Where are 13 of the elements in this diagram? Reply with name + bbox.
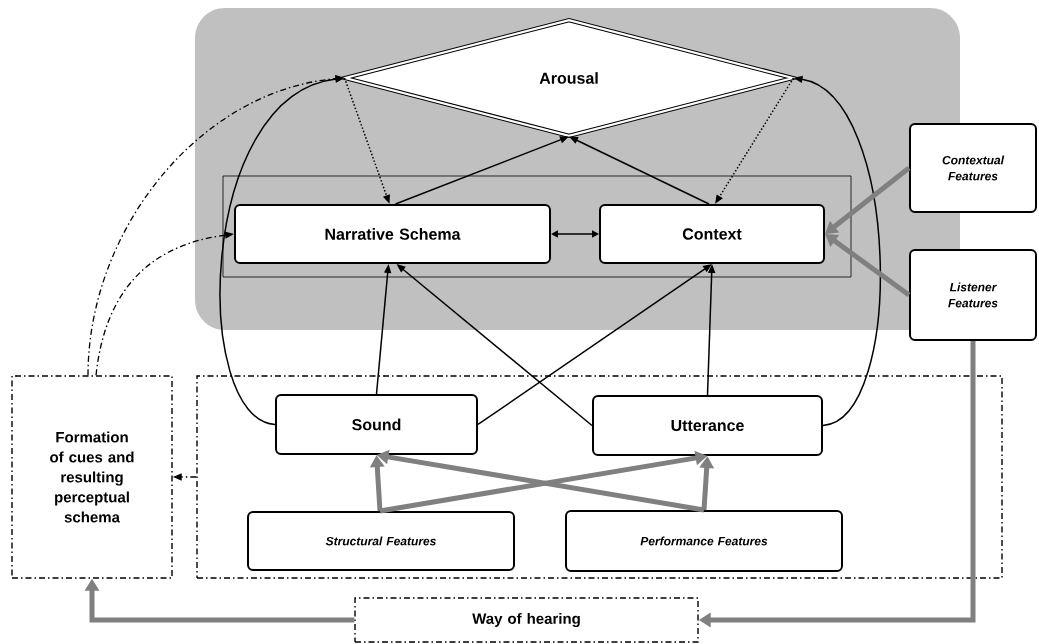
rounded-box: Contextual Features (909, 123, 1037, 213)
rounded-box: Narrative Schema (234, 204, 551, 264)
rounded-box: Performance Features (565, 510, 843, 572)
frame-rectangle (222, 175, 852, 278)
arrow (551, 230, 599, 238)
arrow (477, 264, 712, 426)
rounded-box: Listener Features (909, 249, 1037, 341)
rounded-box: Utterance (592, 395, 823, 456)
rounded-box: Context (599, 204, 825, 264)
thick-arrow (825, 234, 911, 297)
rounded-box: Sound (275, 394, 478, 455)
rounded-box: Structural Features (247, 511, 515, 571)
thick-arrow (825, 166, 911, 234)
